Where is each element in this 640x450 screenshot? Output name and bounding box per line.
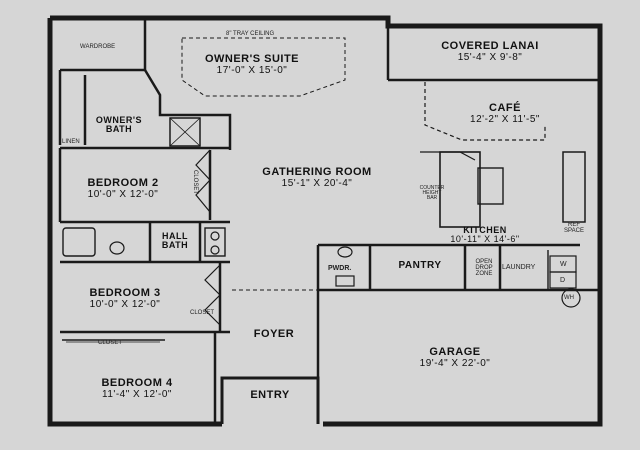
entry-name: ENTRY bbox=[250, 389, 290, 401]
bedroom3-dims: 10'-0" X 12'-0" bbox=[89, 298, 161, 310]
gathering-room-dims: 15'-1" X 20'-4" bbox=[281, 177, 353, 189]
pantry-label: PANTRY bbox=[392, 260, 448, 272]
gathering-room-name: GATHERING ROOM bbox=[262, 166, 372, 178]
bedroom3-label: BEDROOM 3 10'-0" X 12'-0" bbox=[70, 287, 180, 310]
pwdr-label: PWDR. bbox=[328, 265, 352, 272]
covered-lanai-label: COVERED LANAI 15'-4" X 9'-8" bbox=[420, 40, 560, 63]
covered-lanai-name: COVERED LANAI bbox=[441, 40, 539, 52]
ref-space-label: REF SPACE bbox=[564, 222, 584, 234]
entry-label: ENTRY bbox=[230, 389, 310, 402]
bedroom4-dims: 11'-4" X 12'-0" bbox=[102, 388, 172, 400]
open-drop-label: OPEN DROP ZONE bbox=[475, 259, 493, 277]
gathering-room-label: GATHERING ROOM 15'-1" X 20'-4" bbox=[262, 166, 372, 189]
hall-bath-label: HALL BATH bbox=[152, 231, 198, 251]
hall-bath-name: HALL BATH bbox=[161, 231, 189, 251]
garage-label: GARAGE 19'-4" X 22'-0" bbox=[395, 346, 515, 369]
foyer-label: FOYER bbox=[236, 328, 312, 341]
bedroom4-name: BEDROOM 4 bbox=[101, 377, 173, 389]
kitchen-dims: 10'-11" X 14'-6" bbox=[450, 234, 520, 245]
bedroom2-dims: 10'-0" X 12'-0" bbox=[87, 188, 159, 200]
foyer-name: FOYER bbox=[253, 328, 295, 340]
owners-suite-label: OWNER'S SUITE 17'-0" X 15'-0" bbox=[192, 53, 312, 76]
closet-label-2: CLOSET bbox=[192, 170, 198, 195]
washer-label: W bbox=[560, 261, 567, 268]
garage-dims: 19'-4" X 22'-0" bbox=[419, 357, 491, 369]
cafe-dims: 12'-2" X 11'-5" bbox=[470, 113, 540, 125]
tray-ceiling-label: 8" TRAY CEILING bbox=[226, 31, 275, 37]
linen-label: LINEN bbox=[62, 139, 80, 145]
wardrobe-label: WARDROBE bbox=[80, 44, 116, 50]
bedroom2-name: BEDROOM 2 bbox=[87, 177, 159, 189]
closet-label-3: CLOSET bbox=[190, 310, 215, 316]
kitchen-label: KITCHEN 10'-11" X 14'-6" bbox=[445, 225, 525, 245]
pantry-name: PANTRY bbox=[398, 260, 442, 271]
laundry-label: LAUNDRY bbox=[502, 264, 536, 271]
water-heater-label: WH bbox=[564, 295, 574, 301]
owners-bath-name: OWNER'S BATH bbox=[95, 115, 143, 135]
counter-label: COUNTER HEIGHT BAR bbox=[419, 185, 445, 201]
covered-lanai-dims: 15'-4" X 9'-8" bbox=[457, 51, 523, 63]
bedroom2-label: BEDROOM 2 10'-0" X 12'-0" bbox=[68, 177, 178, 200]
owners-suite-name: OWNER'S SUITE bbox=[204, 53, 300, 65]
owners-bath-label: OWNER'S BATH bbox=[89, 115, 149, 135]
bedroom3-name: BEDROOM 3 bbox=[89, 287, 161, 299]
dryer-label: D bbox=[560, 277, 566, 284]
bedroom4-label: BEDROOM 4 11'-4" X 12'-0" bbox=[82, 377, 192, 400]
closet-label-4: CLOSET bbox=[98, 340, 123, 346]
kitchen-name: KITCHEN bbox=[463, 225, 507, 235]
interior-walls bbox=[58, 18, 600, 424]
garage-name: GARAGE bbox=[429, 346, 481, 358]
cafe-name: CAFÉ bbox=[489, 102, 521, 114]
owners-suite-dims: 17'-0" X 15'-0" bbox=[216, 64, 288, 76]
cafe-label: CAFÉ 12'-2" X 11'-5" bbox=[450, 102, 560, 125]
